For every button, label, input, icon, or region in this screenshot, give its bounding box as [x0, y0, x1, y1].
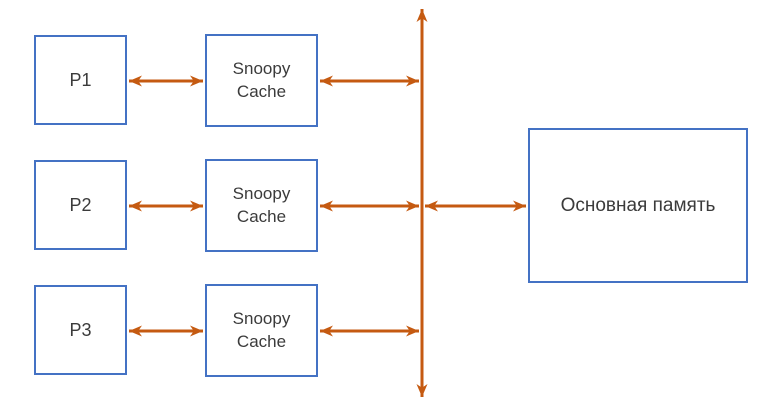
processor-label: P1 [69, 69, 92, 90]
cache-label-line2: Cache [236, 331, 287, 351]
processor-label: P2 [69, 194, 92, 215]
processor-label: P3 [69, 319, 92, 340]
snoopy-cache-box-1: Snoopy Cache [205, 34, 318, 127]
cache-label-line1: Snoopy [232, 183, 291, 203]
main-memory-label: Основная память [560, 194, 716, 216]
cache-label-line1: Snoopy [232, 308, 291, 328]
snoopy-cache-box-2: Snoopy Cache [205, 159, 318, 252]
snoopy-cache-box-3: Snoopy Cache [205, 284, 318, 377]
cache-label-line1: Snoopy [232, 58, 291, 78]
processor-box-p2: P2 [34, 160, 127, 250]
cache-label-line2: Cache [236, 81, 287, 101]
processor-box-p1: P1 [34, 35, 127, 125]
processor-box-p3: P3 [34, 285, 127, 375]
cache-label-line2: Cache [236, 206, 287, 226]
main-memory-box: Основная память [528, 128, 748, 283]
